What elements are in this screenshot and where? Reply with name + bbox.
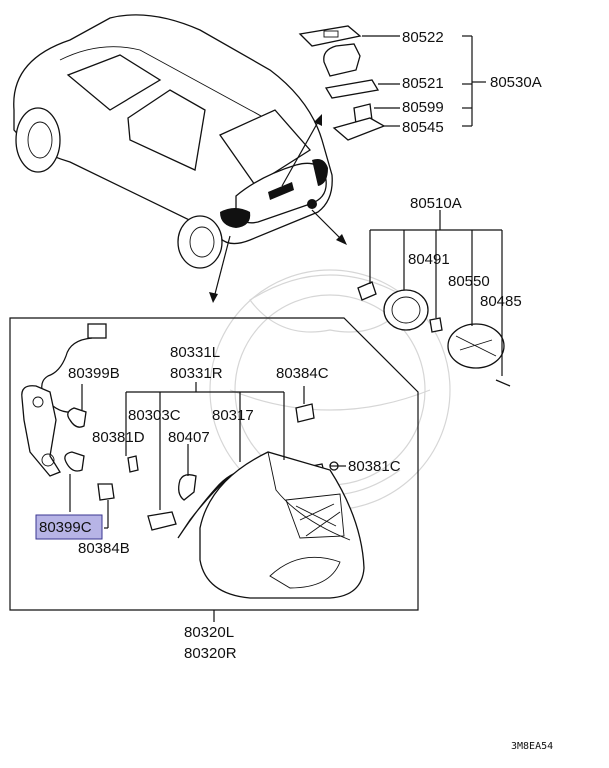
diagram-code: 3M8EA54 bbox=[511, 741, 553, 752]
part-label-80399C[interactable]: 80399C bbox=[39, 519, 92, 536]
part-label-80320R[interactable]: 80320R bbox=[184, 645, 237, 662]
part-label-80407[interactable]: 80407 bbox=[168, 429, 210, 446]
assembly-frame bbox=[9, 317, 419, 611]
part-label-80521[interactable]: 80521 bbox=[402, 75, 444, 92]
license-lamp-leaders bbox=[362, 35, 486, 127]
part-label-80530A[interactable]: 80530A bbox=[490, 74, 542, 91]
part-label-80491[interactable]: 80491 bbox=[408, 251, 450, 268]
part-label-80599[interactable]: 80599 bbox=[402, 99, 444, 116]
part-label-80522[interactable]: 80522 bbox=[402, 29, 444, 46]
part-label-80399B[interactable]: 80399B bbox=[68, 365, 120, 382]
rear-lamp-leaders bbox=[69, 382, 346, 622]
part-label-80317[interactable]: 80317 bbox=[212, 407, 254, 424]
part-label-80550[interactable]: 80550 bbox=[448, 273, 490, 290]
part-label-80384C[interactable]: 80384C bbox=[276, 365, 329, 382]
side-lamp-parts bbox=[357, 281, 511, 387]
part-label-80384B[interactable]: 80384B bbox=[78, 540, 130, 557]
part-label-80510A[interactable]: 80510A bbox=[410, 195, 462, 212]
part-label-80331R[interactable]: 80331R bbox=[170, 365, 223, 382]
direction-arrows bbox=[209, 114, 347, 303]
license-lamp-parts bbox=[298, 25, 386, 141]
part-label-80381C[interactable]: 80381C bbox=[348, 458, 401, 475]
part-label-80545[interactable]: 80545 bbox=[402, 119, 444, 136]
highlight-box-80399C bbox=[35, 514, 103, 540]
side-lamp-leaders bbox=[369, 210, 503, 376]
part-label-80331L[interactable]: 80331L bbox=[170, 344, 220, 361]
part-label-80303C[interactable]: 80303C bbox=[128, 407, 181, 424]
part-label-80320L[interactable]: 80320L bbox=[184, 624, 234, 641]
part-label-80381D[interactable]: 80381D bbox=[92, 429, 145, 446]
socket-harness bbox=[21, 323, 115, 501]
car-body-illustration bbox=[13, 14, 333, 269]
part-label-80485[interactable]: 80485 bbox=[480, 293, 522, 310]
rear-lamp-lens bbox=[199, 451, 365, 599]
